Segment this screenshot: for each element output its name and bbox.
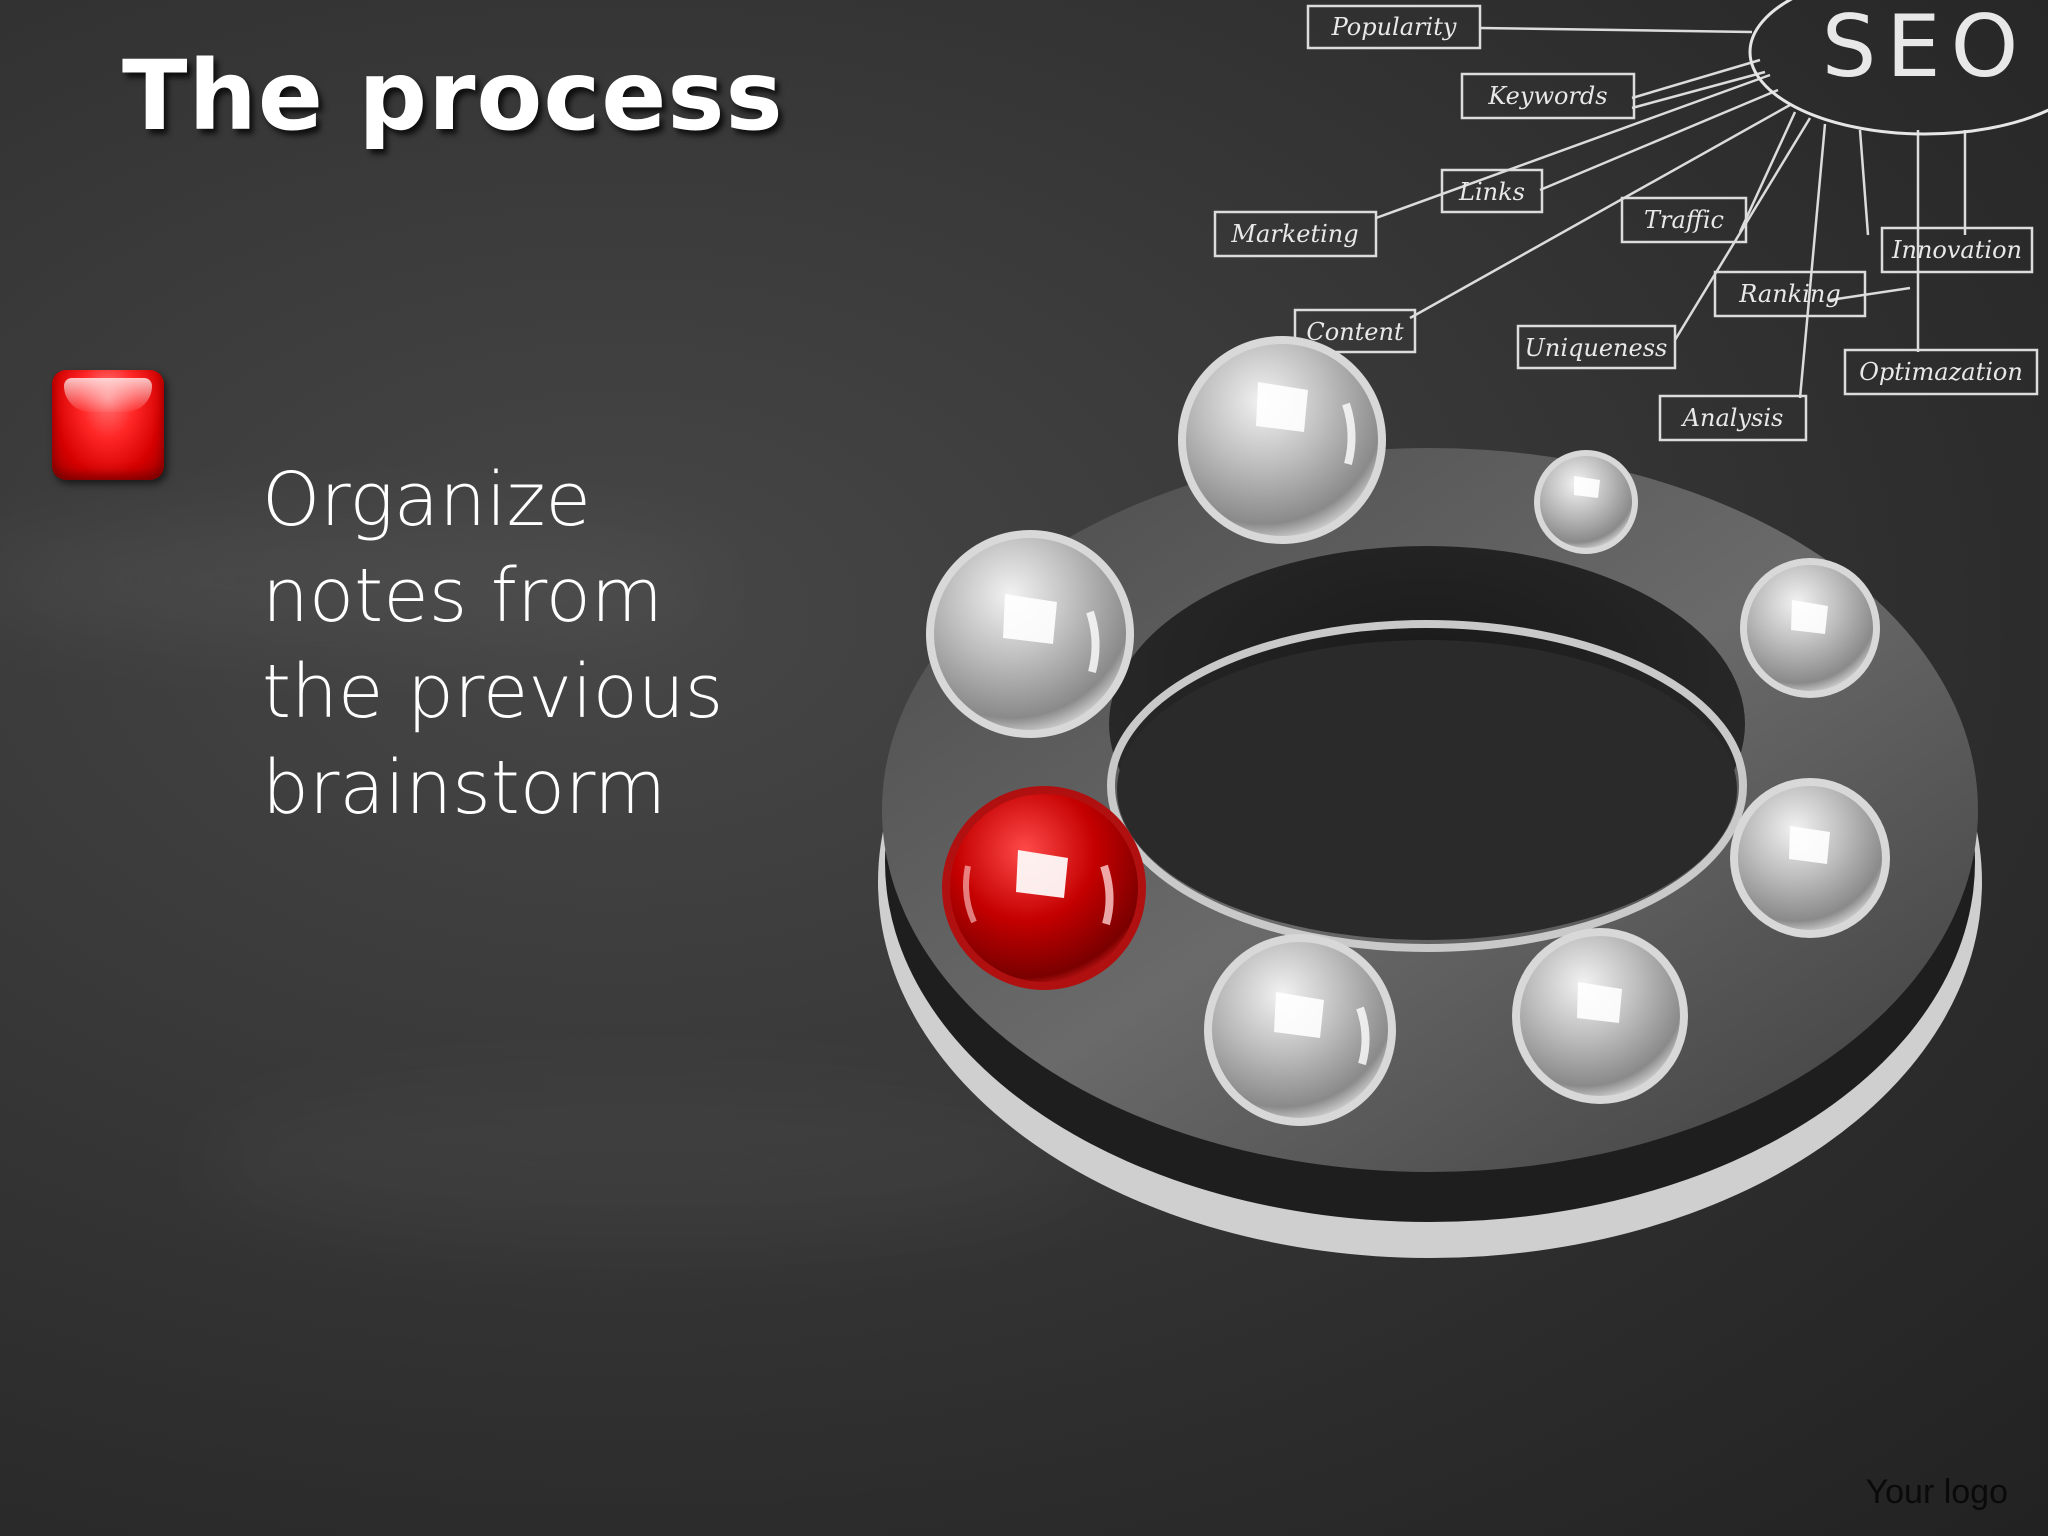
- glass-sphere-icon: [1740, 558, 1880, 698]
- node-ranking: Ranking: [1738, 280, 1840, 308]
- spheres: [926, 336, 1890, 1126]
- glass-sphere-icon: [1730, 778, 1890, 938]
- node-popularity: Popularity: [1331, 13, 1457, 41]
- body-line: Organize: [262, 457, 591, 543]
- node-uniqueness: Uniqueness: [1525, 334, 1668, 362]
- seo-center-label: SEO: [1822, 0, 2029, 97]
- node-content: Content: [1306, 318, 1404, 346]
- ring-inner-edge: [1107, 620, 1747, 952]
- red-sphere-active-icon: [942, 786, 1146, 990]
- seo-mind-map: SEO Popularity Keywords Links Marketing: [1213, 0, 2048, 442]
- mind-map-connectors: [1375, 26, 1967, 399]
- glass-sphere-icon: [1512, 928, 1688, 1104]
- body-line: notes from: [262, 553, 664, 639]
- node-traffic: Traffic: [1644, 206, 1724, 234]
- node-keywords: Keywords: [1487, 82, 1607, 110]
- glass-sphere-icon: [1178, 336, 1386, 544]
- node-innovation: Innovation: [1891, 236, 2022, 264]
- slide-title: The process: [122, 40, 784, 152]
- glass-sphere-icon: [1204, 934, 1396, 1126]
- node-links: Links: [1458, 178, 1525, 206]
- chalk-smudge: [0, 520, 720, 640]
- ring-diagram-icon: [878, 448, 1982, 1258]
- red-square-bullet-icon: [52, 370, 164, 480]
- body-line: the previous: [262, 649, 724, 735]
- logo-placeholder: Your logo: [1865, 1473, 2008, 1511]
- seo-center-ellipse: [1748, 0, 2048, 136]
- mind-map-node-labels: Popularity Keywords Links Marketing Traf…: [1230, 13, 2022, 432]
- mind-map-node-boxes: [1213, 4, 2039, 442]
- slide-body-text: Organize notes from the previous brainst…: [262, 452, 782, 836]
- glass-sphere-icon: [1534, 450, 1638, 554]
- node-marketing: Marketing: [1230, 220, 1358, 248]
- node-analysis: Analysis: [1681, 404, 1784, 432]
- chalk-smudge: [200, 1080, 1100, 1240]
- glass-sphere-icon: [926, 530, 1134, 738]
- body-line: brainstorm: [262, 745, 667, 831]
- node-optimazation: Optimazation: [1859, 358, 2023, 386]
- ring-hole-floor: [1117, 640, 1737, 940]
